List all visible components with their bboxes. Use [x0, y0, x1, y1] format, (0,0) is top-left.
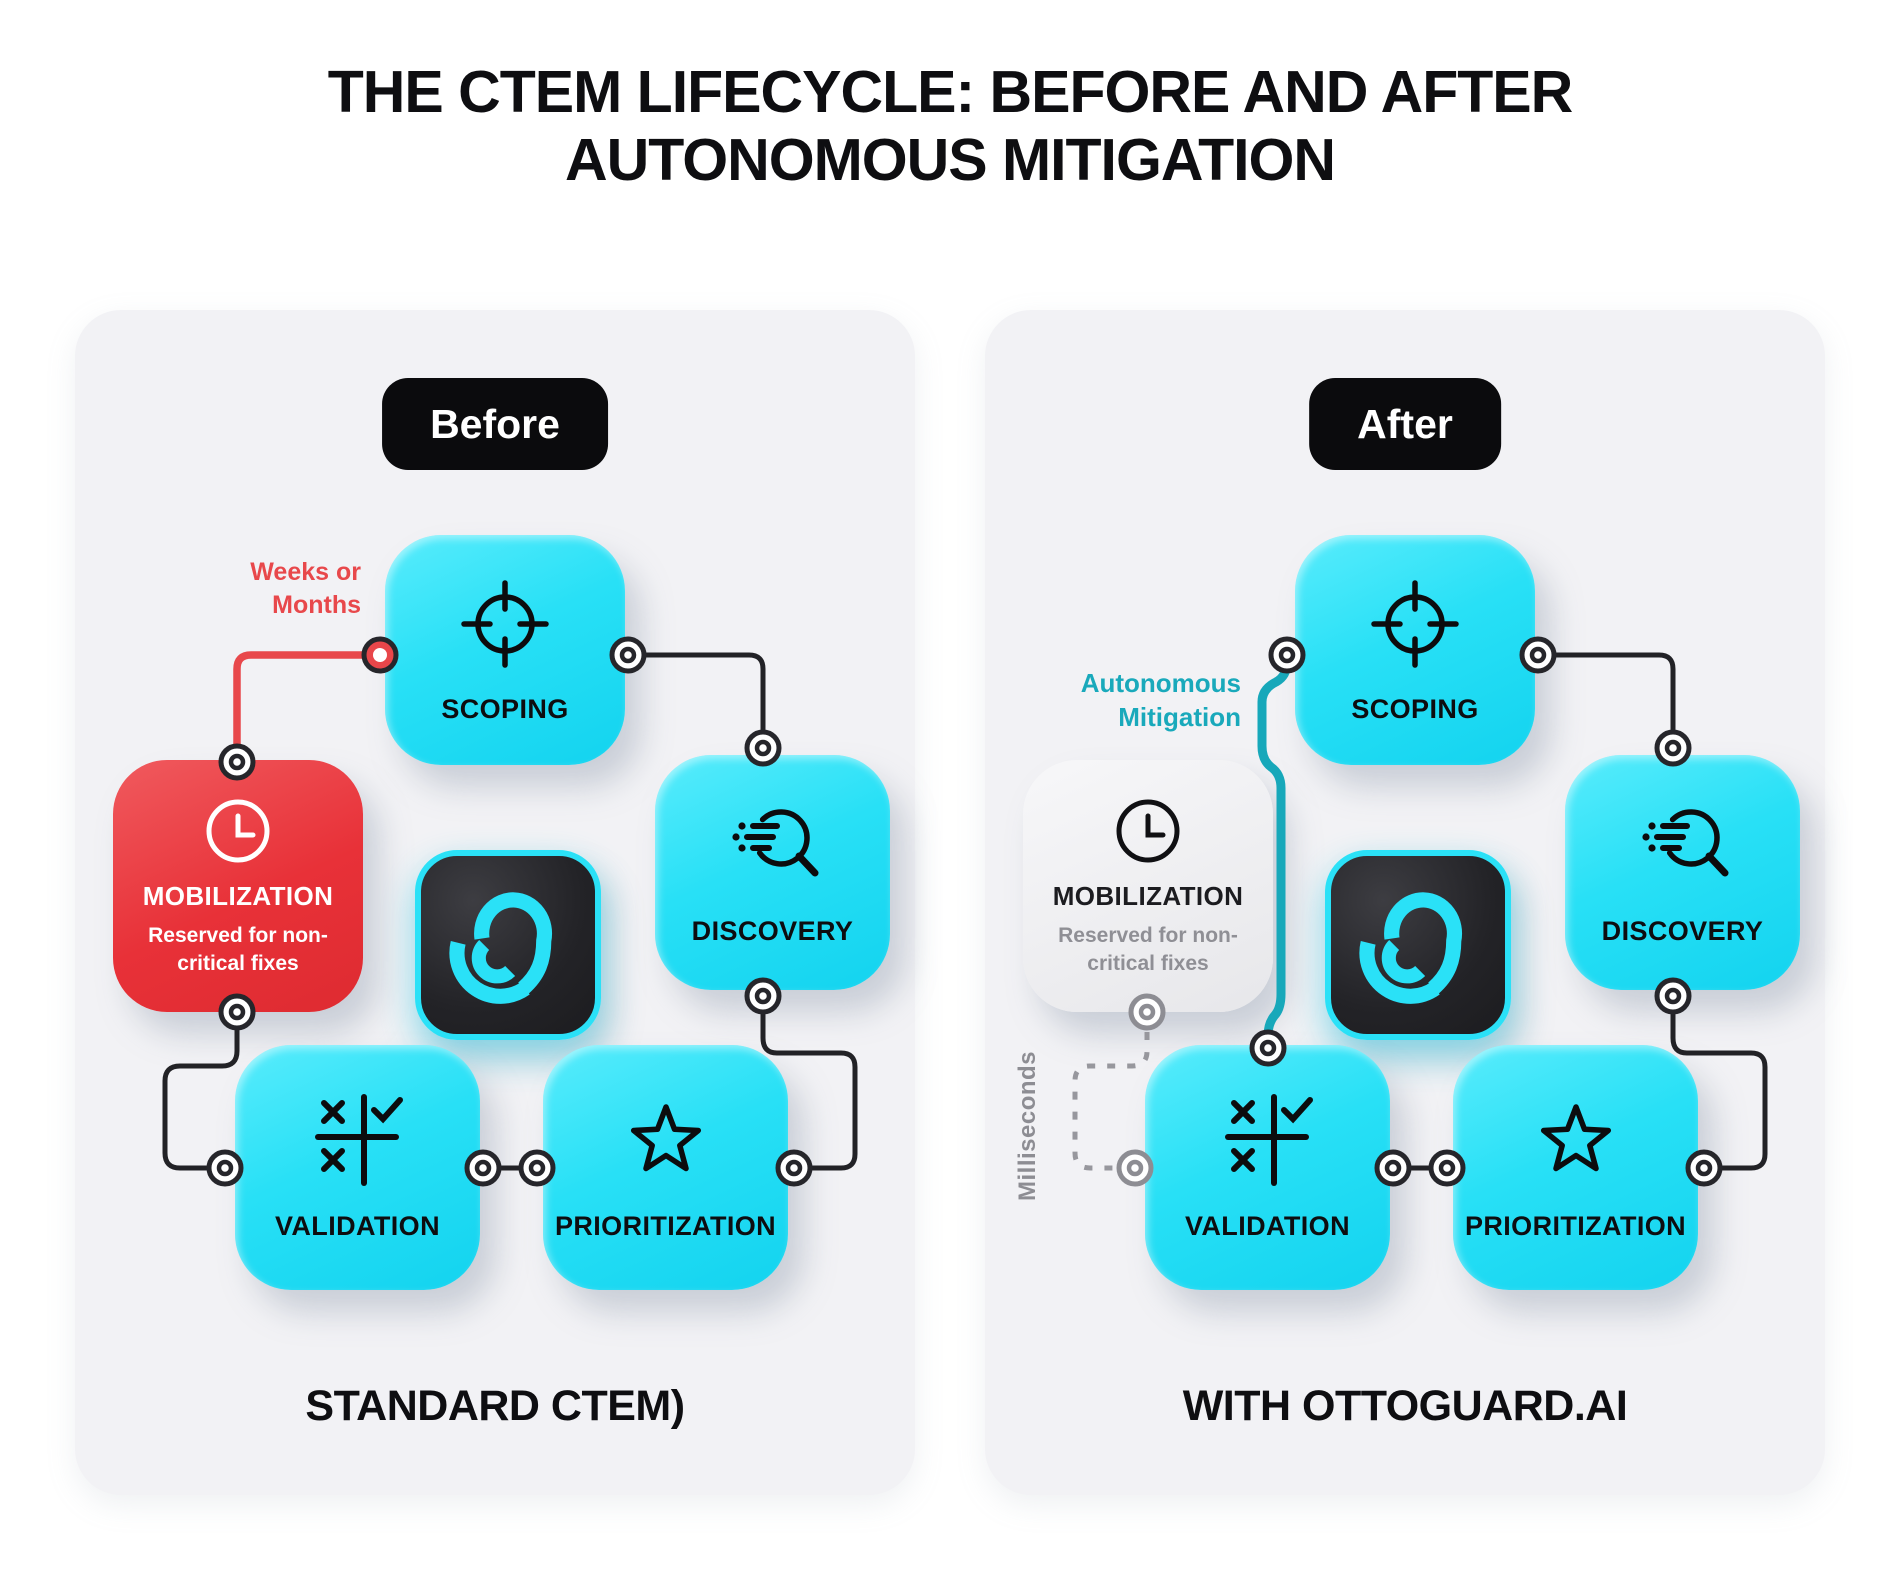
target-icon — [461, 579, 549, 668]
node-label-mobilization: MOBILIZATION — [142, 880, 334, 911]
node-label-prioritization: PRIORITIZATION — [1464, 1211, 1687, 1241]
star-icon — [1540, 1104, 1611, 1172]
search-list-icon — [731, 809, 818, 877]
node-discovery: DISCOVERY — [1565, 755, 1800, 990]
node-label-scoping: SCOPING — [1351, 693, 1479, 724]
node-label-prioritization: PRIORITIZATION — [554, 1211, 777, 1241]
mobilization-subtext: Reserved for non- critical fixes — [148, 922, 328, 978]
check-cross-grid-icon — [1224, 1094, 1313, 1186]
ottoguard-logo-tile — [415, 850, 601, 1040]
target-icon — [1371, 579, 1459, 668]
autonomous-label-line2: Mitigation — [1118, 702, 1241, 732]
star-icon — [630, 1104, 701, 1172]
wire-scoping-discovery — [1535, 652, 1676, 745]
autonomous-label-line1: Autonomous — [1080, 668, 1241, 698]
panel-before: Before Weeks or Months SCOPING — [75, 310, 915, 1495]
ottoguard-logo-icon — [449, 892, 552, 1004]
ottoguard-logo-tile — [1325, 850, 1511, 1040]
wire-mobilization-validation-dashed — [1072, 1012, 1150, 1171]
node-scoping: SCOPING — [385, 535, 625, 765]
node-label-validation: VALIDATION — [275, 1211, 440, 1241]
mobilization-subtext-line1: Reserved for non- — [148, 923, 328, 947]
clock-icon — [1116, 799, 1180, 862]
node-mobilization: MOBILIZATION Reserved for non- critical … — [1023, 760, 1273, 1012]
node-label-scoping: SCOPING — [441, 693, 569, 724]
node-label-mobilization: MOBILIZATION — [1052, 880, 1244, 911]
autonomous-mitigation-label: Autonomous Mitigation — [1043, 666, 1241, 734]
weeks-or-months-label: Weeks or Months — [163, 556, 361, 622]
caption-before: STANDARD CTEM) — [305, 1382, 685, 1430]
mobilization-subtext-line2: critical fixes — [177, 951, 299, 975]
page-title: THE CTEM LIFECYCLE: BEFORE AND AFTER AUT… — [0, 58, 1900, 195]
node-validation: VALIDATION — [1145, 1045, 1390, 1290]
node-discovery: DISCOVERY — [655, 755, 890, 990]
wire-scoping-discovery — [625, 652, 766, 745]
weeks-label-line2: Months — [272, 591, 361, 619]
panel-after: After Autonomous Mitigation Milliseconds… — [985, 310, 1825, 1495]
weeks-label-line1: Weeks or — [250, 558, 361, 586]
mobilization-subtext-line2: critical fixes — [1087, 951, 1209, 975]
page-title-line1: THE CTEM LIFECYCLE: BEFORE AND AFTER — [327, 59, 1573, 125]
wire-mobilization-validation — [162, 1009, 240, 1171]
mobilization-subtext-line1: Reserved for non- — [1058, 923, 1238, 947]
ottoguard-logo-icon — [1359, 892, 1462, 1004]
wire-scoping-mobilization-red — [233, 651, 384, 760]
node-label-discovery: DISCOVERY — [1601, 916, 1764, 946]
badge-after: After — [1309, 378, 1501, 470]
clock-icon — [206, 799, 270, 862]
node-validation: VALIDATION — [235, 1045, 480, 1290]
node-mobilization: MOBILIZATION Reserved for non- critical … — [113, 760, 363, 1012]
caption-after: WITH OTTOGUARD.AI — [1182, 1382, 1628, 1430]
badge-before: Before — [382, 378, 608, 470]
check-cross-grid-icon — [314, 1094, 403, 1186]
mobilization-subtext: Reserved for non- critical fixes — [1058, 922, 1238, 978]
node-scoping: SCOPING — [1295, 535, 1535, 765]
milliseconds-label: Milliseconds — [1014, 1050, 1041, 1202]
node-label-discovery: DISCOVERY — [691, 916, 854, 946]
search-list-icon — [1641, 809, 1728, 877]
node-label-validation: VALIDATION — [1185, 1211, 1350, 1241]
node-prioritization: PRIORITIZATION — [543, 1045, 788, 1290]
node-prioritization: PRIORITIZATION — [1453, 1045, 1698, 1290]
page-title-line2: AUTONOMOUS MITIGATION — [565, 127, 1336, 194]
